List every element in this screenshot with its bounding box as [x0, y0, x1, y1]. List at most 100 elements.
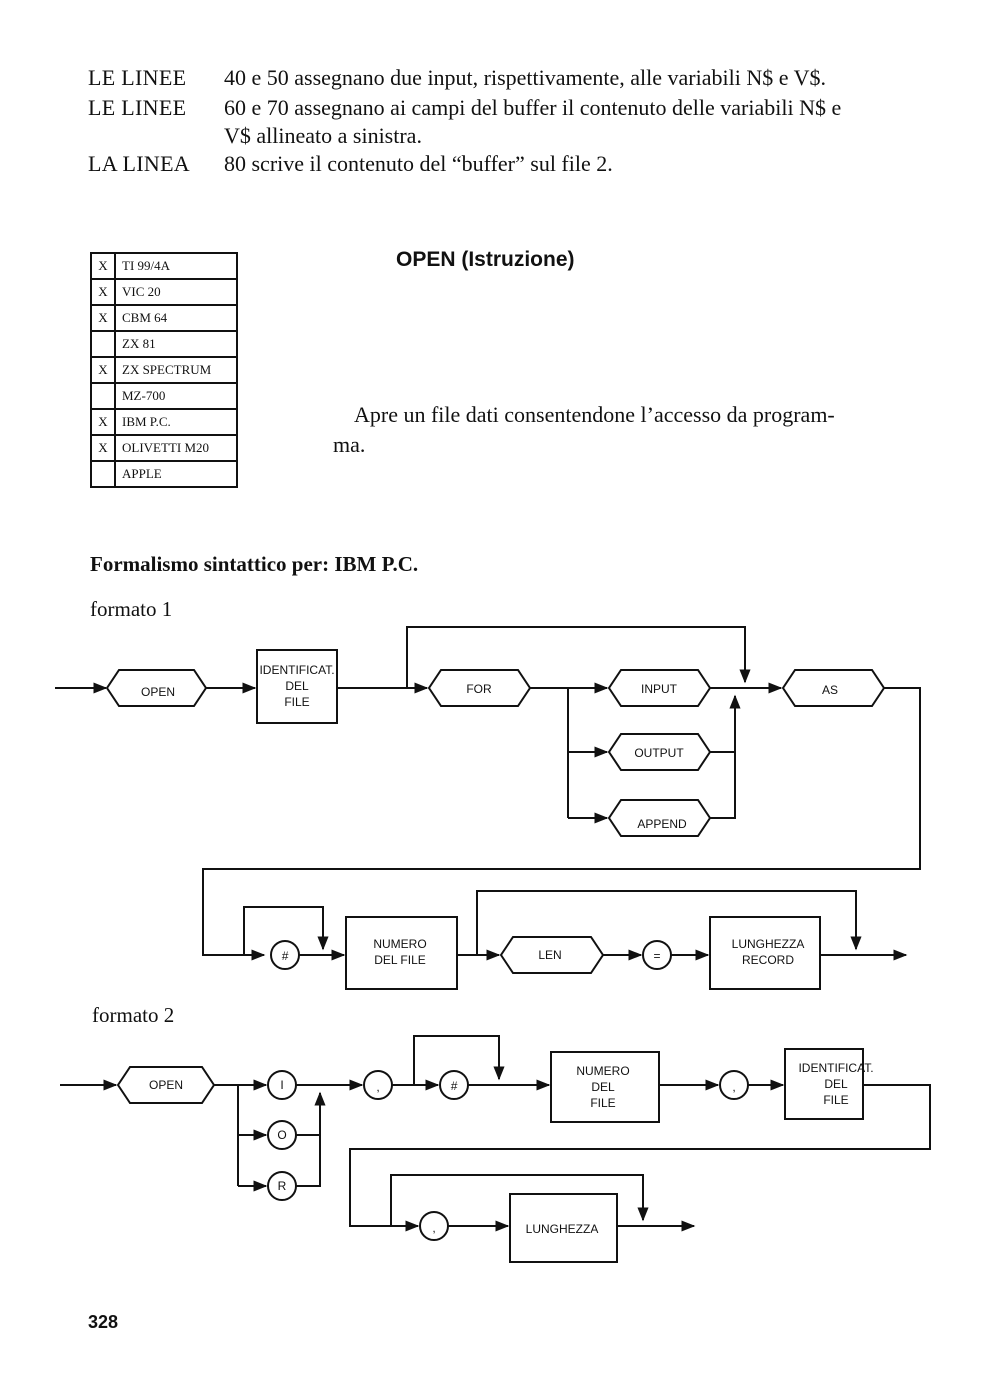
compat-row: MZ-700 [90, 382, 238, 410]
compat-computer: TI 99/4A [114, 252, 238, 280]
compat-mark: X [90, 252, 116, 280]
format2-comma2-label: , [732, 1080, 735, 1094]
format1-open-node [105, 669, 208, 707]
format1-output-label: OUTPUT [634, 746, 684, 760]
format1-open-label: OPEN [141, 685, 175, 699]
format1-append-label: APPEND [637, 817, 687, 831]
format2-numero-box [550, 1051, 660, 1123]
format1-equals-label: = [653, 949, 660, 963]
compat-mark: X [90, 408, 116, 436]
compat-mark: X [90, 356, 116, 384]
format2-open-label: OPEN [149, 1078, 183, 1092]
format2-label: formato 2 [92, 1003, 175, 1027]
intro-label: LA LINEA [88, 151, 190, 176]
format2-mode-o-label: O [277, 1128, 286, 1142]
intro-line-2-continued: V$ allineato a sinistra. [224, 123, 422, 148]
format2-numero-label: FILE [590, 1096, 615, 1110]
format2-ident-label: IDENTIFICAT. [798, 1061, 873, 1075]
format2-comma1-label: , [376, 1080, 379, 1094]
format1-ident-label: DEL [285, 679, 309, 693]
format2-hash-label: # [451, 1079, 458, 1093]
description-line: ma. [333, 432, 366, 457]
compat-mark: X [90, 278, 116, 306]
intro-label: LE LINEE [88, 95, 187, 120]
compat-mark: X [90, 304, 116, 332]
statement-description: Apre un file dati consentendone l’access… [333, 400, 903, 460]
statement-heading: OPEN (Istruzione) [396, 248, 575, 271]
format1-append-node [607, 799, 712, 837]
format1-for-node [427, 669, 532, 707]
format1-row1 [55, 626, 921, 961]
intro-text: 60 e 70 assegnano ai campi del buffer il… [224, 95, 842, 120]
format1-input-label: INPUT [641, 682, 678, 696]
compat-mark [90, 382, 116, 410]
format2-comma3-bypass [390, 1174, 649, 1226]
intro-line-1: LE LINEE 40 e 50 assegnano due input, ris… [88, 64, 826, 92]
format1-input-node [607, 669, 712, 707]
compat-computer: MZ-700 [114, 382, 238, 410]
format1-row2 [243, 890, 908, 990]
format1-label: formato 1 [90, 597, 173, 621]
compat-mark [90, 330, 116, 358]
format1-lunghezza-label: LUNGHEZZA [732, 937, 805, 951]
syntax-subheading: Formalismo sintattico per: IBM P.C. [90, 552, 419, 576]
compat-mark: X [90, 434, 116, 462]
format1-hash-bypass [243, 906, 329, 955]
format2-mode-i-label: I [280, 1078, 283, 1092]
description-line: Apre un file dati consentendone l’access… [354, 402, 835, 427]
format1-len-label: LEN [538, 948, 561, 962]
format2-ident-label: DEL [824, 1077, 848, 1091]
format2-row2 [390, 1174, 696, 1263]
format2-lunghezza-label: LUNGHEZZA [526, 1222, 599, 1236]
format2-numero-label: NUMERO [576, 1064, 629, 1078]
format1-output-node [607, 733, 712, 771]
compat-computer: CBM 64 [114, 304, 238, 332]
format1-numero-label: DEL FILE [374, 953, 426, 967]
compat-computer: APPLE [114, 460, 238, 488]
format1-as-label: AS [822, 683, 838, 697]
compat-computer: IBM P.C. [114, 408, 238, 436]
format1-lunghezza-label: RECORD [742, 953, 794, 967]
format1-bypass [406, 626, 751, 688]
format1-len-bypass [476, 890, 862, 955]
format2-numero-label: DEL [591, 1080, 615, 1094]
format1-ident-label: FILE [284, 695, 309, 709]
compat-computer: OLIVETTI M20 [114, 434, 238, 462]
format1-ident-box [256, 649, 338, 724]
format1-len-node [499, 936, 605, 974]
format2-ident-label: FILE [823, 1093, 848, 1107]
compat-row: APPLE [90, 460, 238, 488]
format1-hash-label: # [282, 949, 289, 963]
format2-open-node [116, 1066, 216, 1104]
format1-numero-label: NUMERO [373, 937, 426, 951]
format1-ident-label: IDENTIFICAT. [259, 663, 334, 677]
compat-computer: VIC 20 [114, 278, 238, 306]
format2-mode-r-label: R [278, 1179, 287, 1193]
intro-text: 40 e 50 assegnano due input, rispettivam… [224, 65, 826, 90]
compat-computer: ZX SPECTRUM [114, 356, 238, 384]
intro-text: 80 scrive il contenuto del “buffer” sul … [224, 151, 613, 176]
format2-row1 [60, 1035, 931, 1232]
format1-for-label: FOR [466, 682, 492, 696]
format2-comma3-label: , [432, 1221, 435, 1235]
page-number: 328 [88, 1312, 119, 1332]
format2-hash-bypass [413, 1035, 505, 1085]
format1-numero-box [345, 916, 458, 990]
compat-row: ZX 81 [90, 330, 238, 358]
format1-as-node [781, 669, 886, 707]
intro-label: LE LINEE [88, 65, 187, 90]
format2-lunghezza-box [509, 1193, 618, 1263]
format1-lunghezza-box [709, 916, 821, 990]
intro-line-2: LE LINEE 60 e 70 assegnano ai campi del b… [88, 94, 841, 122]
intro-line-3: LA LINEA 80 scrive il contenuto del “buff… [88, 150, 613, 178]
compat-computer: ZX 81 [114, 330, 238, 358]
compat-mark [90, 460, 116, 488]
